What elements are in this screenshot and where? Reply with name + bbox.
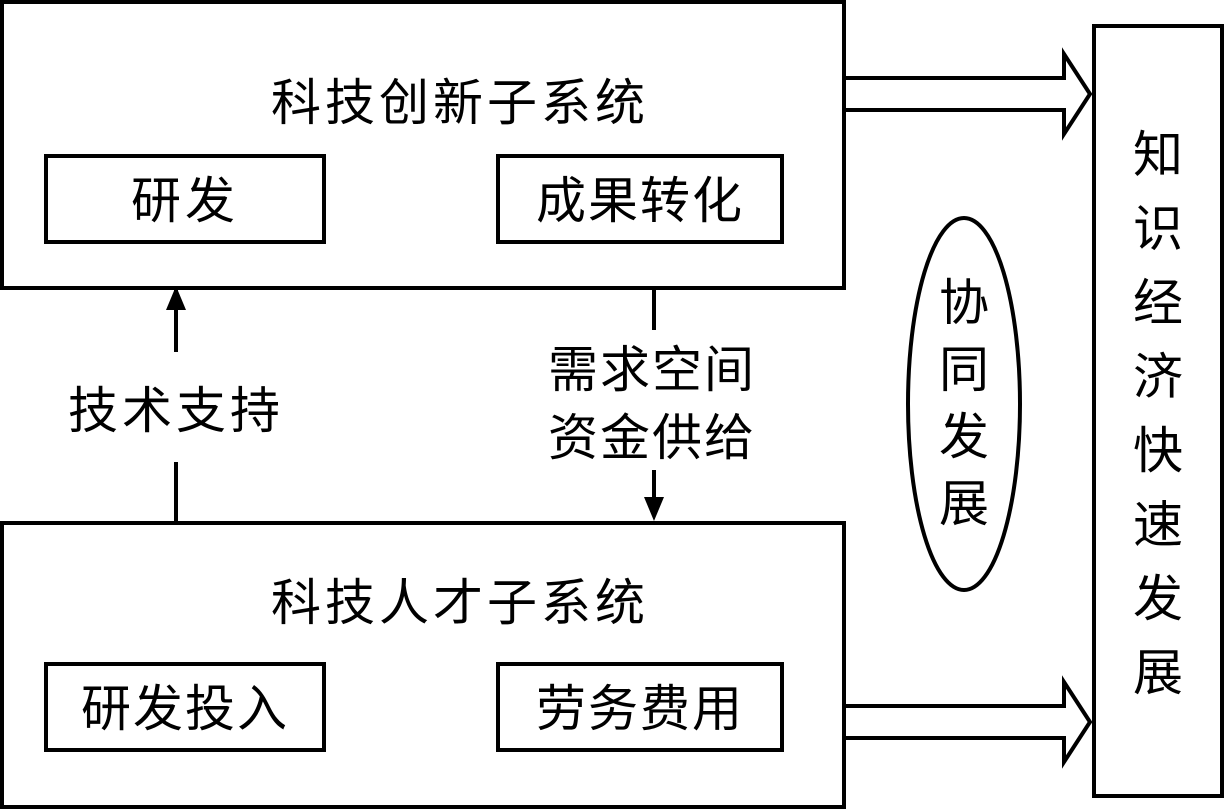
funding-supply-label: 资金供给 <box>548 409 756 467</box>
demand-space-label: 需求空间 <box>548 341 756 399</box>
tech-support-arrowhead <box>166 286 186 310</box>
knowledge-economy-char-6: 速 <box>1133 496 1183 554</box>
commercialization-label: 成果转化 <box>536 172 744 230</box>
demand-funding-arrowhead <box>644 497 664 521</box>
tech-support-label: 技术支持 <box>68 382 284 440</box>
synergy-char-1: 协 <box>939 274 989 332</box>
knowledge-economy-char-5: 快 <box>1133 422 1183 480</box>
rd-investment-label: 研发投入 <box>81 680 289 738</box>
knowledge-economy-char-1: 知 <box>1133 126 1183 184</box>
labor-cost-box <box>496 662 784 752</box>
knowledge-economy-char-3: 经 <box>1133 274 1183 332</box>
rd-investment-box <box>44 662 326 752</box>
knowledge-economy-char-2: 识 <box>1133 200 1183 258</box>
knowledge-economy-char-7: 发 <box>1133 570 1183 628</box>
knowledge-economy-char-8: 展 <box>1133 644 1183 702</box>
rd-label: 研发 <box>131 172 239 230</box>
synergy-char-4: 展 <box>939 475 989 533</box>
commercialization-box <box>496 154 784 244</box>
synergy-char-3: 发 <box>939 408 989 466</box>
tech-support-link: 技术支持 <box>68 286 284 521</box>
labor-cost-label: 劳务费用 <box>536 680 744 738</box>
synergy-char-2: 同 <box>939 341 989 399</box>
bottom-double-arrow <box>846 675 1093 769</box>
top-double-arrow <box>846 47 1093 141</box>
talent-subsystem-box: 科技人才子系统 研发投入 劳务费用 <box>0 521 846 809</box>
rd-box <box>44 154 326 244</box>
innovation-subsystem-box: 科技创新子系统 研发 成果转化 <box>0 0 846 290</box>
innovation-subsystem-title: 科技创新子系统 <box>271 74 649 132</box>
knowledge-economy-char-4: 济 <box>1133 348 1183 406</box>
synergy-ellipse: 协 同 发 展 <box>906 216 1022 592</box>
demand-funding-link: 需求空间 资金供给 <box>548 290 756 521</box>
talent-subsystem-title: 科技人才子系统 <box>271 574 649 632</box>
knowledge-economy-box: 知 识 经 济 快 速 发 展 <box>1092 24 1224 798</box>
